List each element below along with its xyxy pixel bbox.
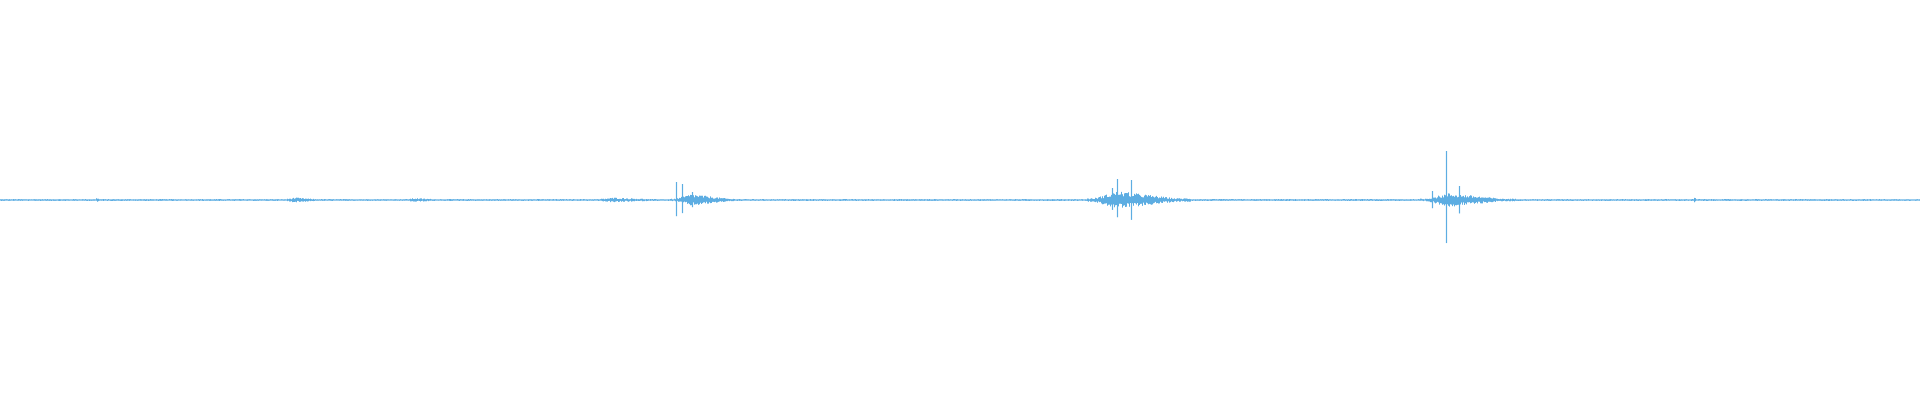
waveform-view xyxy=(0,151,1920,244)
audio-waveform xyxy=(0,151,1920,244)
